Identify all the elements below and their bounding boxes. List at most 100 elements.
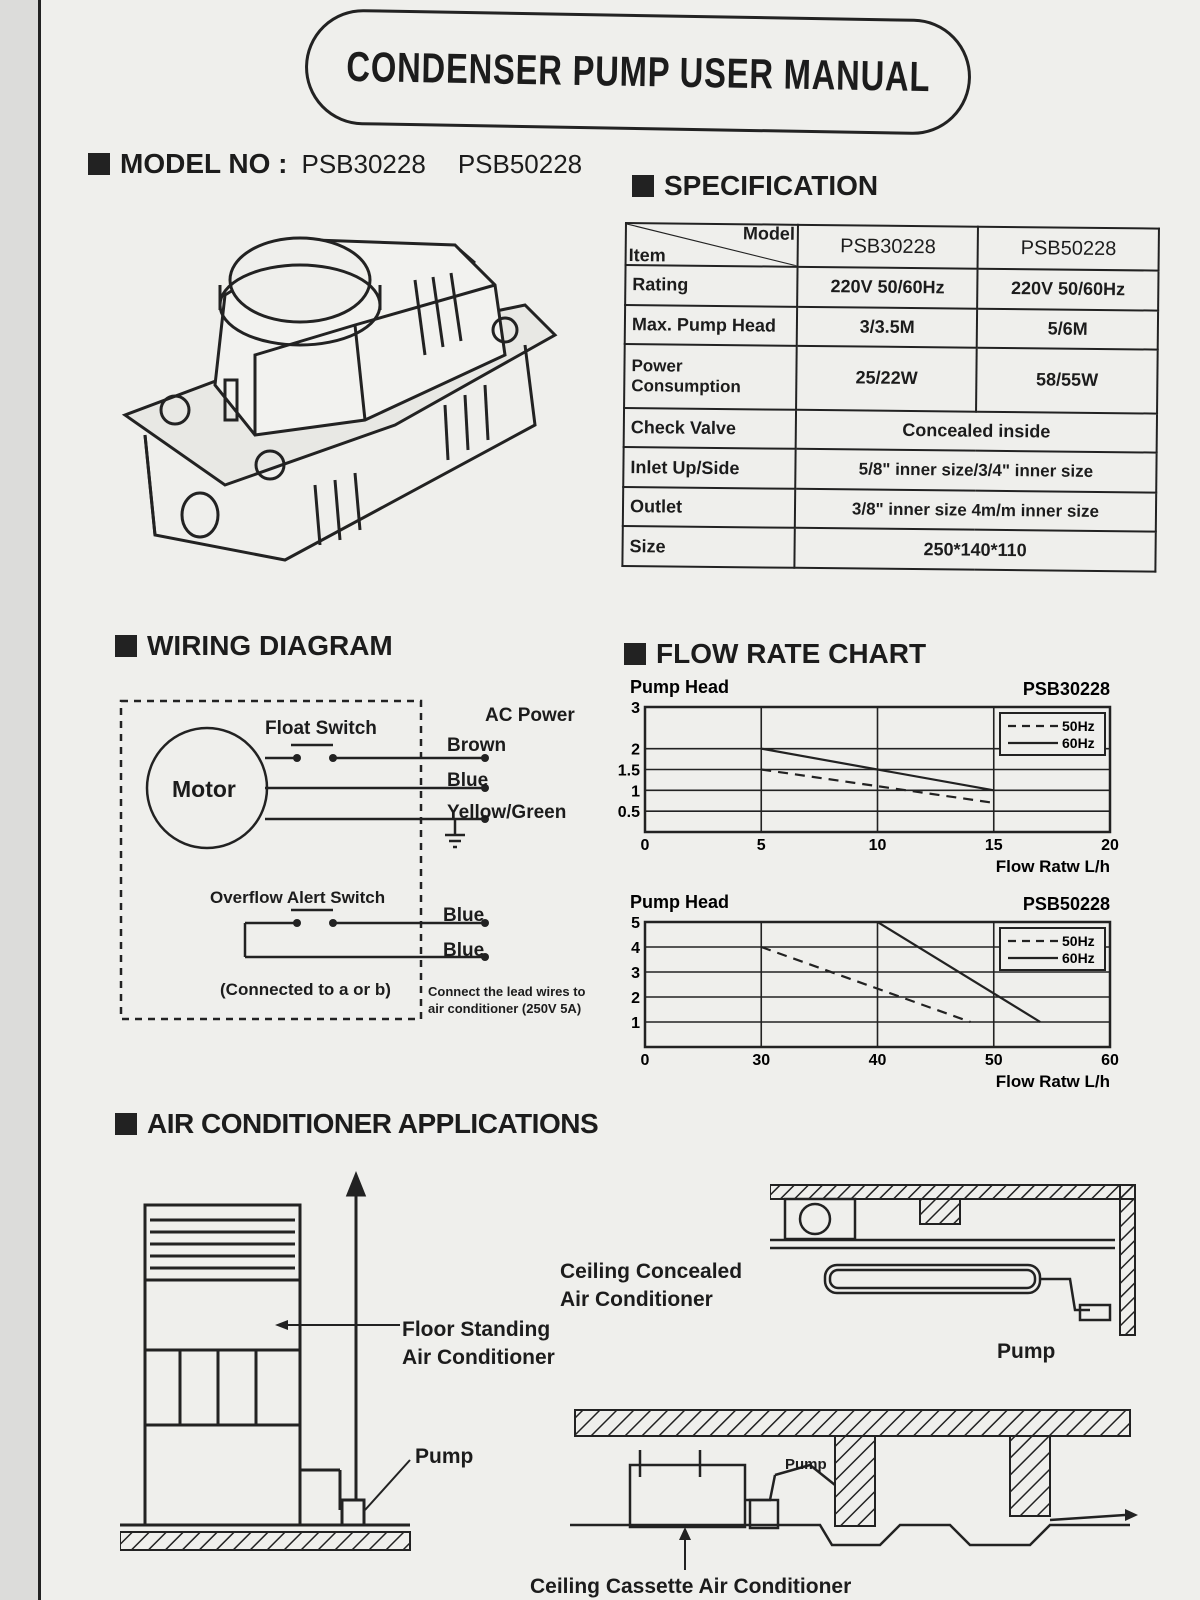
chart-legend-label: 60Hz [1062, 950, 1095, 966]
applications-heading-text: AIR CONDITIONER APPLICATIONS [147, 1108, 599, 1139]
spec-row-value: 3/3.5M [796, 306, 978, 348]
chart-title: PSB30228 [1023, 679, 1110, 699]
yellow-green-wire-label: Yellow/Green [447, 802, 567, 823]
spec-row-value: 220V 50/60Hz [797, 266, 979, 309]
floor-standing-ac-illustration [120, 1170, 411, 1551]
ceiling-cassette-label: Ceiling Cassette Air Conditioner [530, 1575, 852, 1598]
spec-row-value: 250*140*110 [794, 528, 1156, 572]
floor-standing-label-2: Air Conditioner [402, 1346, 555, 1369]
specification-heading-text: SPECIFICATION [664, 170, 879, 201]
specification-table: Model Item PSB30228 PSB50228 Rating 220V… [621, 222, 1160, 573]
ceiling-concealed-label-1: Ceiling Concealed [560, 1260, 743, 1283]
chart-series-line [761, 747, 994, 792]
chart-ytick-label: 2 [631, 742, 640, 759]
ceiling-cassette-ac-illustration [570, 1409, 1138, 1570]
bullet-square-icon [115, 1113, 137, 1135]
chart-series-line [760, 945, 971, 1024]
spec-row-item: Check Valve [623, 407, 797, 450]
chart-xlabel: Flow Ratw L/h [996, 857, 1110, 876]
specification-heading: SPECIFICATION [632, 170, 878, 202]
chart-legend-label: 60Hz [1062, 735, 1095, 751]
chart-xtick-label: 0 [641, 837, 650, 854]
chart-ylabel: Pump Head [630, 892, 729, 912]
chart-xtick-label: 10 [869, 837, 887, 854]
chart-series-line [876, 921, 1041, 1023]
wiring-diagram-heading: WIRING DIAGRAM [115, 630, 393, 662]
blue-wire-label-3: Blue [443, 940, 485, 961]
chart-xlabel: Flow Ratw L/h [996, 1072, 1110, 1091]
blue-wire-label: Blue [447, 770, 489, 791]
chart-title: PSB50228 [1023, 894, 1110, 914]
model-no-value-1: PSB30228 [301, 148, 426, 179]
spec-row-value: 5/8" inner size/3/4" inner size [795, 449, 1157, 493]
bullet-square-icon [632, 175, 654, 197]
chart-ytick-label: 3 [631, 965, 640, 982]
pump-illustration [121, 236, 558, 562]
connected-note: (Connected to a or b) [220, 980, 391, 999]
chart-xtick-label: 15 [985, 837, 1003, 854]
connect-lead-note-2: air conditioner (250V 5A) [428, 1001, 582, 1016]
float-switch-label: Float Switch [265, 718, 377, 739]
spec-row-value: 3/8" inner size 4m/m inner size [794, 488, 1157, 532]
chart-ytick-label: 1.5 [618, 763, 640, 780]
chart-xtick-label: 50 [985, 1052, 1003, 1069]
wiring-diagram-heading-text: WIRING DIAGRAM [147, 630, 393, 661]
chart-xtick-label: 60 [1101, 1052, 1119, 1069]
model-no-label: MODEL NO : [120, 148, 288, 179]
motor-label: Motor [172, 776, 236, 802]
chart-xtick-label: 30 [752, 1052, 770, 1069]
spec-row-value: 5/6M [977, 308, 1159, 350]
title-banner: CONDENSER PUMP USER MANUAL [304, 8, 972, 136]
bullet-square-icon [88, 153, 110, 175]
connect-lead-note-1: Connect the lead wires to [428, 984, 586, 999]
chart-ytick-label: 0.5 [618, 804, 640, 821]
ceiling-concealed-label-2: Air Conditioner [560, 1288, 713, 1311]
flow-rate-chart-heading: FLOW RATE CHART [624, 638, 926, 670]
spec-row-value: 25/22W [796, 345, 978, 412]
chart-legend-label: 50Hz [1062, 933, 1095, 949]
brown-wire-label: Brown [447, 735, 507, 756]
floor-standing-label-1: Floor Standing [402, 1318, 551, 1341]
chart-legend-box [999, 712, 1106, 756]
ceiling-concealed-ac-illustration [770, 1184, 1136, 1336]
wiring-diagram [119, 699, 489, 1021]
bullet-square-icon [115, 635, 137, 657]
ac-power-label: AC Power [485, 705, 575, 726]
spec-row-item: Inlet Up/Side [623, 447, 796, 489]
chart-xtick-label: 0 [641, 1052, 650, 1069]
spec-row-value: 220V 50/60Hz [977, 268, 1159, 311]
floor-pump-label: Pump [415, 1445, 474, 1468]
bullet-square-icon [624, 643, 646, 665]
applications-heading: AIR CONDITIONER APPLICATIONS [115, 1108, 599, 1140]
flow-rate-chart-heading-text: FLOW RATE CHART [656, 638, 927, 669]
chart-xtick-label: 40 [869, 1052, 887, 1069]
spec-row-item: Power Consumption [624, 344, 797, 410]
chart-ylabel: Pump Head [630, 677, 729, 697]
spec-row-item: Rating [625, 265, 798, 307]
spec-header-model-1: PSB30228 [797, 224, 979, 269]
spec-header-item: Item [628, 245, 666, 266]
spec-row-value: 58/55W [976, 347, 1158, 414]
chart-ytick-label: 2 [631, 990, 640, 1007]
spec-row-value: Concealed inside [795, 409, 1158, 453]
spec-header-model-2: PSB50228 [978, 226, 1159, 271]
ceiling-concealed-pump-label: Pump [997, 1340, 1056, 1363]
cassette-pump-label: Pump [785, 1456, 827, 1473]
chart-ytick-label: 3 [631, 700, 640, 717]
model-no-value-2: PSB50228 [457, 148, 583, 179]
chart-legend-label: 50Hz [1062, 718, 1095, 734]
chart-ytick-label: 4 [631, 940, 640, 957]
chart-ytick-label: 1 [631, 783, 640, 800]
chart-ytick-label: 1 [631, 1015, 640, 1032]
chart-xtick-label: 5 [757, 837, 766, 854]
overflow-alert-switch-label: Overflow Alert Switch [210, 888, 386, 907]
page-title: CONDENSER PUMP USER MANUAL [345, 42, 931, 101]
spec-header-model: Model [742, 223, 795, 244]
blue-wire-label-2: Blue [443, 905, 485, 926]
spec-row-item: Max. Pump Head [624, 304, 798, 346]
chart-ytick-label: 5 [631, 915, 640, 932]
spec-row-item: Size [622, 526, 795, 568]
spec-header-corner: Model Item [625, 223, 798, 267]
